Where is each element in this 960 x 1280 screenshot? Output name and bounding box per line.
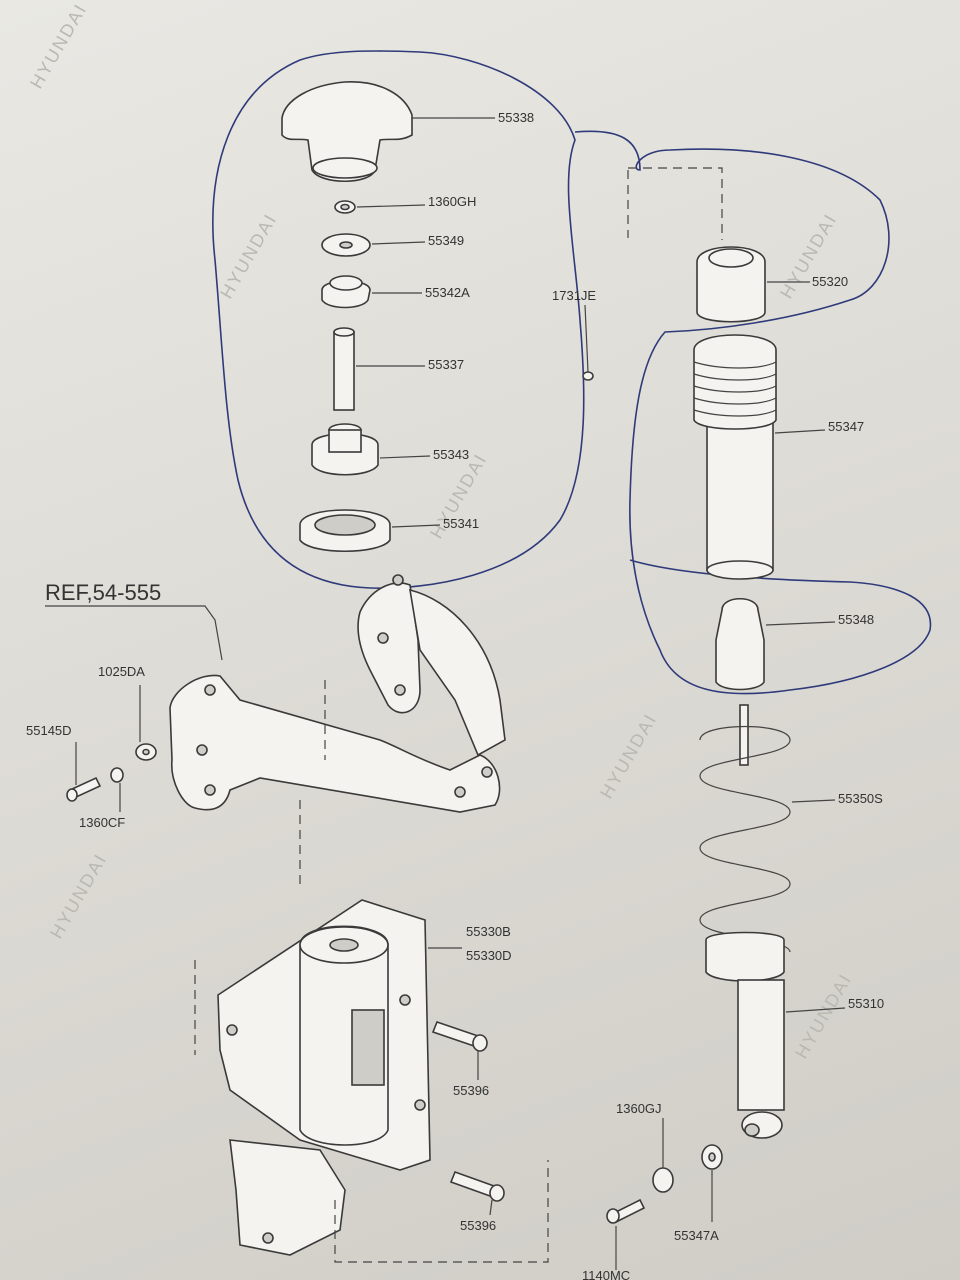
label-55330D: 55330D	[466, 948, 512, 963]
label-55347: 55347	[828, 419, 864, 434]
watermark-3: HYUNDAI	[596, 710, 661, 802]
label-55396-lower: 55396	[460, 1218, 496, 1233]
watermark-1: HYUNDAI	[216, 210, 281, 302]
part-55330-knuckle	[217, 899, 462, 1256]
dashed-guide-knuckle	[194, 960, 549, 1263]
label-55350S: 55350S	[838, 791, 883, 806]
label-55396-upper: 55396	[453, 1083, 489, 1098]
dashed-guide-55320	[627, 167, 723, 240]
part-55350S-coil-spring	[699, 704, 836, 982]
part-55338-insulator	[281, 81, 495, 183]
part-55349-washer	[321, 233, 426, 257]
part-1360GH-nut	[334, 200, 426, 214]
label-1731JE: 1731JE	[552, 288, 596, 303]
label-55310: 55310	[848, 996, 884, 1011]
label-55348: 55348	[838, 612, 874, 627]
label-55342A: 55342A	[425, 285, 470, 300]
label-55145D: 55145D	[26, 723, 72, 738]
handdrawn-outline-cover-group	[574, 130, 932, 695]
label-1360GH: 1360GH	[428, 194, 476, 209]
label-1360GJ: 1360GJ	[616, 1101, 662, 1116]
watermark-5: HYUNDAI	[791, 970, 856, 1062]
label-1140MC: 1140MC	[582, 1268, 630, 1280]
dashed-guide-arm	[299, 680, 326, 890]
part-55396-bolt-upper	[431, 1020, 488, 1080]
part-55342A-bushing	[321, 275, 422, 309]
part-55348-bump-stop	[715, 598, 836, 691]
part-55320-cap	[696, 246, 810, 323]
label-55341: 55341	[443, 516, 479, 531]
part-1731JE-pin	[582, 304, 594, 381]
part-1140MC-bolt	[606, 1198, 646, 1270]
ref-label: REF,54-555	[45, 580, 161, 605]
label-55338: 55338	[498, 110, 534, 125]
watermark-4: HYUNDAI	[46, 850, 111, 942]
label-55330B: 55330B	[466, 924, 511, 939]
part-1025DA-washer	[135, 685, 157, 761]
label-55343: 55343	[433, 447, 469, 462]
label-55347A: 55347A	[674, 1228, 719, 1243]
watermark-7: HYUNDAI	[26, 0, 91, 92]
label-1025DA: 1025DA	[98, 664, 145, 679]
label-55337: 55337	[428, 357, 464, 372]
part-55347-dust-cover	[693, 334, 826, 580]
label-55349: 55349	[428, 233, 464, 248]
part-55337-collar	[333, 327, 425, 411]
part-upper-control-arm	[169, 574, 506, 813]
label-55320: 55320	[812, 274, 848, 289]
part-55145D-bolt	[66, 742, 124, 812]
part-55343-bushing	[311, 423, 431, 476]
part-55341-bearing	[299, 509, 441, 552]
part-1360GJ-nut	[652, 1118, 674, 1193]
handdrawn-outline-mount-group	[212, 50, 585, 589]
ref-leader	[45, 605, 223, 661]
part-55347A-washer	[701, 1144, 723, 1222]
part-55396-bolt-lower	[449, 1170, 505, 1216]
label-1360CF: 1360CF	[79, 815, 125, 830]
part-55310-strut	[737, 979, 846, 1139]
